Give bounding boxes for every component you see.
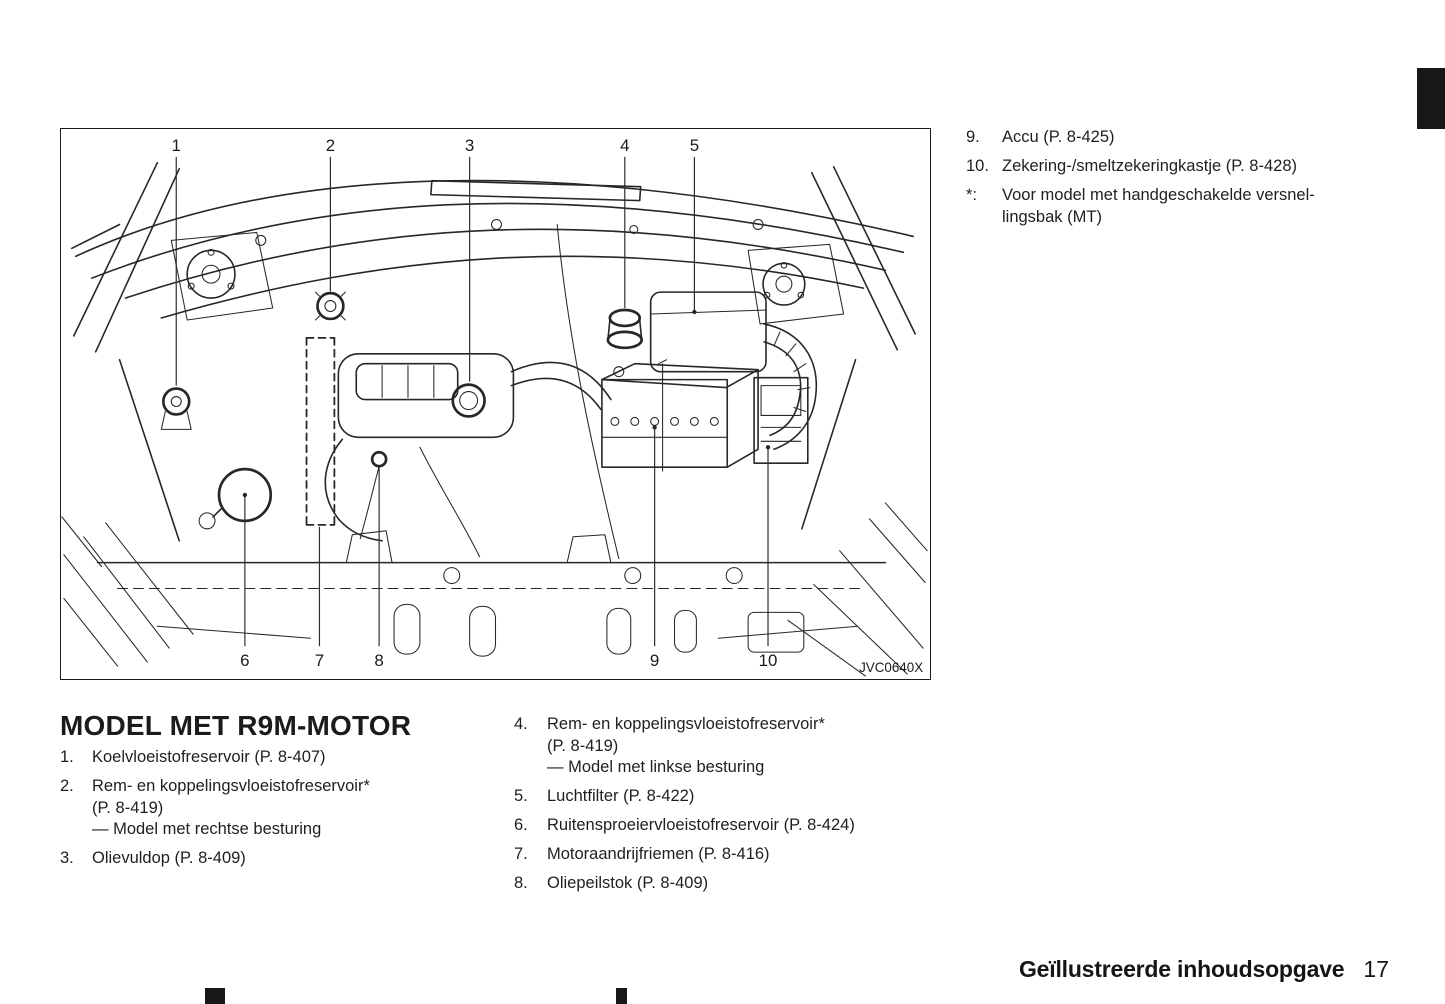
list-item-line: — Model met linkse besturing <box>547 758 765 776</box>
callout-label: 3 <box>465 136 474 155</box>
oil-filler-cap <box>451 383 486 418</box>
footer-section-title: Geïllustreerde inhoudsopgave <box>1018 956 1345 982</box>
strut-tower-right <box>747 243 845 325</box>
callout-label: 1 <box>172 136 181 155</box>
coolant-reservoir-cap <box>160 387 192 430</box>
hoses-wiring <box>324 223 620 560</box>
callout-label: 5 <box>690 136 699 155</box>
callout-2: 2 <box>326 136 335 291</box>
list-item-line: Olievuldop (P. 8-409) <box>92 849 246 867</box>
callout-7: 7 <box>315 526 324 670</box>
callout-label: 4 <box>620 136 629 155</box>
list-item-number: 1. <box>60 748 74 766</box>
list-item-line: Koelvloeistofreservoir (P. 8-407) <box>92 748 326 766</box>
left-fender <box>61 162 194 667</box>
list-item-number: 5. <box>514 787 528 805</box>
footnote-line: Voor model met handgeschakelde versnel- <box>1002 186 1315 204</box>
right-fender <box>787 165 928 677</box>
list-item: 4. Rem- en koppelingsvloeistofreservoir*… <box>514 714 954 779</box>
callout-label: 2 <box>326 136 335 155</box>
hood-cowl-lines <box>74 179 915 319</box>
print-registration-mark <box>205 988 225 1004</box>
list-item: 9. Accu (P. 8-425) <box>966 127 1396 149</box>
list-item-number: 2. <box>60 777 74 795</box>
legend-list-middle: 4. Rem- en koppelingsvloeistofreservoir*… <box>514 714 954 902</box>
callout-label: 7 <box>315 651 324 670</box>
list-item: 1. Koelvloeistofreservoir (P. 8-407) <box>60 747 490 769</box>
list-item-number: 7. <box>514 845 528 863</box>
list-item: 3. Olievuldop (P. 8-409) <box>60 848 490 870</box>
battery-terminal <box>613 366 625 378</box>
engine-bay-figure: 1 2 3 4 5 6 7 8 <box>60 128 931 680</box>
page-footer: Geïllustreerde inhoudsopgave 17 <box>1019 956 1389 983</box>
callout-label: 9 <box>650 651 659 670</box>
brake-fluid-cap-rhd <box>314 285 346 321</box>
callout-3: 3 <box>465 136 474 382</box>
callout-8: 8 <box>374 467 384 670</box>
list-item-line: Accu (P. 8-425) <box>1002 128 1115 146</box>
list-item-line: Zekering-/smeltzekeringkastje (P. 8-428) <box>1002 157 1297 175</box>
callout-9: 9 <box>650 425 659 670</box>
lower-crossmember <box>96 530 887 657</box>
engine-valve-cover <box>337 352 515 439</box>
list-item: 6. Ruitensproeiervloeistofreservoir (P. … <box>514 815 954 837</box>
callout-5: 5 <box>690 136 699 315</box>
list-item-line: (P. 8-419) <box>547 736 619 755</box>
page-number: 17 <box>1363 956 1389 982</box>
list-item: 10. Zekering-/smeltzekeringkastje (P. 8-… <box>966 156 1396 178</box>
callout-1: 1 <box>172 136 181 386</box>
list-item: 7. Motoraandrijfriemen (P. 8-416) <box>514 844 954 866</box>
list-item-line: Motoraandrijfriemen (P. 8-416) <box>547 845 770 863</box>
callout-6: 6 <box>240 492 250 670</box>
callout-label: 6 <box>240 651 249 670</box>
section-heading: MODEL MET R9M-MOTOR <box>60 710 412 741</box>
footnote-marker: *: <box>966 186 978 204</box>
list-item-line: Rem- en koppelingsvloeistofreservoir* <box>92 777 370 795</box>
list-item-line: Rem- en koppelingsvloeistofreservoir* <box>547 715 825 733</box>
list-item-number: 4. <box>514 715 528 733</box>
footnote-line: lingsbak (MT) <box>1002 207 1102 226</box>
list-item-number: 9. <box>966 128 980 146</box>
legend-list-right: 9. Accu (P. 8-425) 10. Zekering-/smeltze… <box>966 127 1396 236</box>
figure-code: JVC0640X <box>859 660 923 675</box>
list-item-line: Luchtfilter (P. 8-422) <box>547 787 695 805</box>
callout-label: 8 <box>374 651 383 670</box>
oil-dipstick <box>359 450 388 540</box>
drive-belt-area <box>305 336 336 526</box>
fuse-box <box>753 376 809 464</box>
list-item-number: 10. <box>966 157 989 175</box>
callout-4: 4 <box>620 136 629 309</box>
callout-label: 10 <box>759 651 778 670</box>
list-item: 8. Oliepeilstok (P. 8-409) <box>514 873 954 895</box>
section-edge-tab <box>1417 68 1445 129</box>
list-item-number: 3. <box>60 849 74 867</box>
list-item: 2. Rem- en koppelingsvloeistofreservoir*… <box>60 776 490 841</box>
footnote-item: *: Voor model met handgeschakelde versne… <box>966 185 1396 228</box>
engine-bay-drawing: 1 2 3 4 5 6 7 8 <box>61 136 928 677</box>
list-item: 5. Luchtfilter (P. 8-422) <box>514 786 954 808</box>
legend-list-left: 1. Koelvloeistofreservoir (P. 8-407) 2. … <box>60 747 490 877</box>
callout-10: 10 <box>759 445 778 670</box>
list-item-line: (P. 8-419) <box>92 798 164 817</box>
list-item-line: Ruitensproeiervloeistofreservoir (P. 8-4… <box>547 816 855 834</box>
list-item-line: Oliepeilstok (P. 8-409) <box>547 874 709 892</box>
strut-tower-left <box>170 231 274 321</box>
battery <box>601 359 759 472</box>
list-item-line: — Model met rechtse besturing <box>92 820 322 838</box>
brake-fluid-cap-lhd <box>606 308 644 350</box>
print-registration-mark <box>616 988 627 1004</box>
list-item-number: 8. <box>514 874 528 892</box>
list-item-number: 6. <box>514 816 528 834</box>
washer-reservoir <box>198 467 273 530</box>
